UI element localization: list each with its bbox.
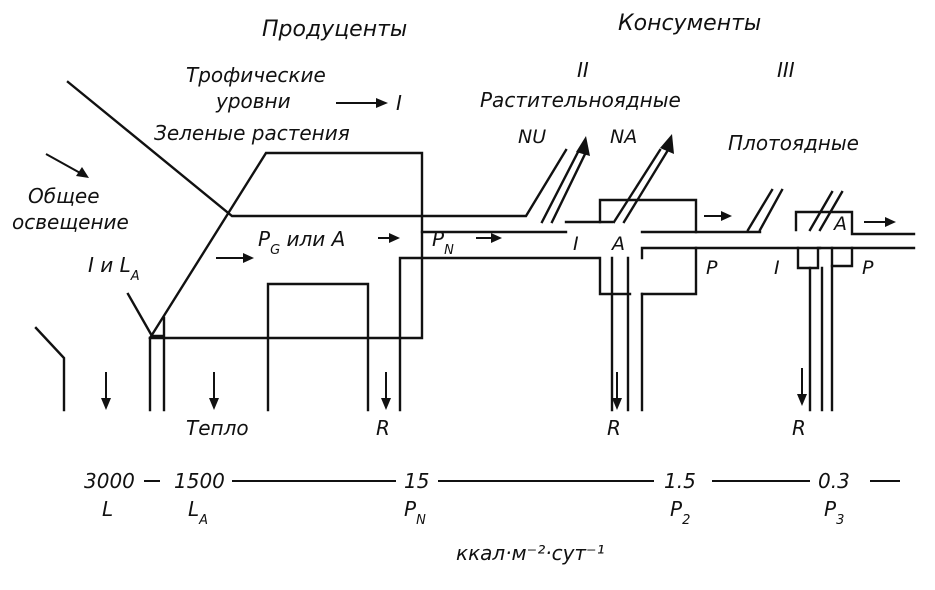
carnivore-a-label: A: [832, 213, 847, 235]
producers-header: Продуценты: [262, 17, 407, 42]
light-left-drop: [34, 326, 66, 412]
energy-scale: 3000 1500 15 1.5 0.3 L LA PN P2 P3 ккал·…: [84, 469, 900, 565]
light-arrow-line: [45, 153, 83, 175]
down-arrow-1-head: [101, 398, 111, 410]
na-arrow-head: [660, 134, 674, 154]
carnivore-i-label: I: [774, 257, 780, 279]
a-arrow-head: [389, 233, 400, 243]
down-arrow-2-head: [209, 398, 219, 410]
scale-label-pn: PN: [404, 497, 426, 528]
down-arrow-4-head: [612, 398, 622, 410]
herbivore-p-label: P: [706, 257, 718, 279]
carn-nu-line-2: [758, 188, 784, 232]
carn-nu-line: [746, 188, 774, 232]
na-arrow-line: [612, 148, 662, 224]
scale-value-p3: 0.3: [818, 469, 850, 493]
scale-label-p2: P2: [670, 497, 690, 528]
producer-funnel: [126, 292, 166, 338]
total-light-label: Общее: [28, 184, 100, 208]
heat-box: [266, 282, 370, 412]
herbivore-i-label: I: [573, 233, 579, 255]
pg-or-a-label: PG или A: [258, 227, 345, 258]
herbivore-lower-left: [598, 256, 632, 296]
green-plants-label: Зеленые растения: [154, 121, 350, 145]
light-arrow-head: [76, 167, 89, 178]
scale-value-pn: 15: [404, 469, 429, 493]
pg-arrow-head: [243, 253, 254, 263]
trophic-levels-label-2: уровни: [215, 89, 291, 113]
light-band-top: [66, 80, 568, 218]
level-two-numeral: II: [577, 58, 589, 82]
green-plants-box: [148, 151, 424, 340]
carnivore-p-label: P: [862, 257, 874, 279]
scale-label-l: L: [102, 497, 113, 521]
total-light-label-2: освещение: [12, 210, 129, 234]
scale-label-p3: P3: [824, 497, 844, 528]
r-label-herbivores: R: [607, 416, 621, 440]
herbivores-label: Растительноядные: [480, 88, 681, 112]
heat-label: Тепло: [186, 416, 249, 440]
r-label-carnivores: R: [792, 416, 806, 440]
herbivore-upper-box: [598, 198, 698, 234]
nu-arrow-line-2: [550, 150, 588, 224]
i-and-la-label: I и LA: [88, 253, 140, 284]
pn-arrow-head: [491, 233, 502, 243]
scale-value-la: 1500: [174, 469, 225, 493]
herbivore-a-label: A: [610, 233, 625, 255]
nu-arrow-line: [540, 150, 580, 224]
trophic-levels-label: Трофические: [186, 63, 326, 87]
r-label-producers: R: [376, 416, 390, 440]
trophic-arrow-head: [376, 98, 388, 108]
na-arrow-line-2: [622, 148, 670, 224]
down-arrow-3-head: [381, 398, 391, 410]
pn-label: PN: [432, 227, 454, 258]
carnivore-i-box: [796, 246, 820, 270]
scale-value-p2: 1.5: [664, 469, 696, 493]
herbivore-lower-box: [640, 246, 698, 296]
units-label: ккал·м⁻²·сут⁻¹: [456, 541, 605, 565]
scale-label-la: LA: [188, 497, 208, 528]
carnivores-label: Плотоядные: [728, 131, 859, 155]
nu-arrow-head: [576, 136, 590, 156]
carnivore-upper-box: [794, 210, 916, 236]
level-three-numeral: III: [777, 58, 795, 82]
herb-arrow-head: [721, 211, 732, 221]
carn-out-arrow-head: [885, 217, 896, 227]
main-channel-lower: [398, 256, 600, 412]
carnivore-p-box: [830, 246, 854, 268]
down-arrow-5-head: [797, 394, 807, 406]
nu-label: NU: [518, 126, 546, 148]
scale-value-l: 3000: [84, 469, 135, 493]
na-label: NA: [610, 126, 637, 148]
consumers-header: Консументы: [618, 11, 761, 36]
level-one-numeral: I: [396, 91, 402, 115]
